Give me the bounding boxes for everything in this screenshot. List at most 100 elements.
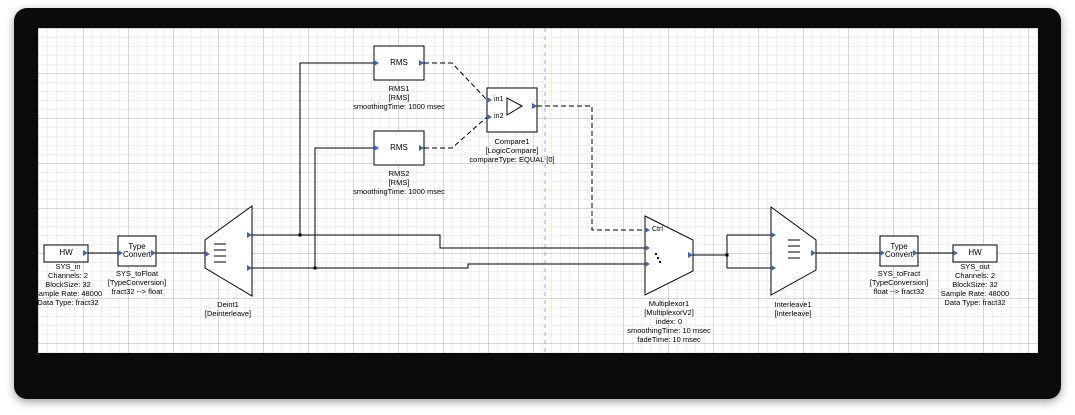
sys-out-title: HW [968,248,982,258]
mux-output-pin [688,252,693,258]
interleave-output-pin [811,250,816,256]
mux-ctrl-label: Ctrl [652,226,663,233]
multiplexor1-labels: Multiplexor1 [MultiplexorV2] index: 0 sm… [594,299,744,344]
deinterleave-channels-glyph [214,243,226,263]
compare-in2-pin [487,114,492,120]
typeconvert-in-output-pin [151,250,156,256]
block-prop: [TypeConversion] [869,278,929,287]
block-instance-name: SYS_toFract [877,269,921,278]
block-prop: BlockSize: 32 [952,280,998,289]
rms2-block[interactable] [373,130,425,166]
block-prop: [RMS] [388,93,410,102]
typeconvert-in-title: Type Convert [122,241,151,259]
sys-in-labels: SYS_in Channels: 2 BlockSize: 32 Sample … [38,262,143,307]
sys-in-output-pin [83,250,88,256]
comparator-triangle-glyph [506,97,524,116]
block-instance-name: Multiplexor1 [648,299,690,308]
block-prop: Data Type: fract32 [944,298,1006,307]
block-prop: Data Type: fract32 [38,298,99,307]
wire-rms1-to-compare-in1[interactable] [424,62,488,101]
mux-ellipsis-dot [656,256,660,260]
typeconvert-out-block[interactable] [879,235,919,267]
compare-in2-label: in2 [494,113,504,120]
interleave-channels-glyph [788,239,800,259]
deinterleave-output1-pin [247,232,252,238]
wire-junction [313,266,317,270]
typeconvert-out-output-pin [913,250,918,256]
block-prop: fract32 --> float [111,287,163,296]
interleave-input1-pin [771,232,776,238]
typeconvert-out-input-pin [880,250,885,256]
block-prop: index: 0 [655,317,683,326]
mux-input2-pin [645,261,650,267]
wire-rms2-to-compare-in2[interactable] [424,116,488,149]
typeconvert-out-title: Type Convert [884,241,913,259]
block-instance-name: SYS_toFloat [115,269,159,278]
block-prop: Channels: 2 [954,271,996,280]
compare-in1-label: in1 [494,96,504,103]
app-window-frame: HW Type Convert RMS RMS in1 in2 Ctrl Typ… [14,8,1061,399]
sys-out-labels: SYS_out Channels: 2 BlockSize: 32 Sample… [900,262,1038,307]
block-prop: [RMS] [388,178,410,187]
block-prop: Sample Rate: 48000 [940,289,1010,298]
mux-ellipsis-dot [658,260,662,264]
wire-junction [298,233,302,237]
sys-in-block[interactable] [43,244,89,263]
compare-in1-pin [487,97,492,103]
block-prop: Sample Rate: 48000 [38,289,103,298]
deint1-labels: Deint1 [Deinterleave] [153,300,303,318]
layout-canvas[interactable]: HW Type Convert RMS RMS in1 in2 Ctrl Typ… [38,28,1038,353]
wire-deint-ch2-to-rms2[interactable] [314,147,374,268]
block-prop: [MultiplexorV2] [644,308,694,317]
multiplexor-block[interactable] [644,215,694,296]
typeconvert-out-labels: SYS_toFract [TypeConversion] float --> f… [824,269,974,296]
block-prop: [Interleave] [774,309,812,318]
block-prop: smoothingTime: 10 msec [627,326,711,335]
sys-in-title: HW [59,248,73,258]
rms2-input-pin [374,145,379,151]
rms1-input-pin [374,60,379,66]
block-prop: [LogicCompare] [485,146,539,155]
block-instance-name: Interleave1 [774,300,812,309]
sys-out-input-pin [953,250,958,256]
diagram-svg [43,28,998,353]
block-prop: [Deinterleave] [204,309,252,318]
block-instance-name: RMS2 [388,169,410,178]
compare-output-pin [532,103,537,109]
rms1-output-pin [419,60,424,66]
block-instance-name: SYS_out [960,262,990,271]
mux-ctrl-pin [645,227,650,233]
block-prop: Channels: 2 [47,271,89,280]
wire-deint-ch2-to-mux[interactable] [252,263,645,269]
rms1-labels: RMS1 [RMS] smoothingTime: 1000 msec [324,84,474,111]
wire-junction [725,253,729,257]
wire-compare-to-mux-ctrl[interactable] [537,105,645,231]
block-prop: smoothingTime: 1000 msec [353,102,445,111]
rms1-title: RMS [390,57,408,67]
rms2-labels: RMS2 [RMS] smoothingTime: 1000 msec [324,169,474,196]
wire-deint-ch1-to-mux[interactable] [252,234,645,249]
block-prop: fadeTime: 10 msec [637,335,701,344]
mux-ellipsis-dot [654,252,658,256]
rms2-output-pin [419,145,424,151]
block-instance-name: Deint1 [217,300,239,309]
block-instance-name: Compare1 [494,137,530,146]
block-prop: BlockSize: 32 [45,280,91,289]
block-instance-name: RMS1 [388,84,410,93]
block-prop: float --> fract32 [873,287,925,296]
interleave1-labels: Interleave1 [Interleave] [718,300,868,318]
deinterleave-block[interactable] [204,205,253,297]
interleave-input2-pin [771,265,776,271]
typeconvert-in-labels: SYS_toFloat [TypeConversion] fract32 -->… [62,269,212,296]
mux-input1-pin [645,245,650,251]
rms2-title: RMS [390,142,408,152]
deinterleave-input-pin [205,251,210,257]
typeconvert-in-input-pin [118,250,123,256]
block-instance-name: SYS_in [55,262,81,271]
block-prop: smoothingTime: 1000 msec [353,187,445,196]
interleave-block[interactable] [770,206,817,296]
wire-deint-ch1-to-rms1[interactable] [299,62,374,235]
block-prop: [TypeConversion] [107,278,167,287]
compare1-labels: Compare1 [LogicCompare] compareType: EQU… [437,137,587,164]
deinterleave-output2-pin [247,265,252,271]
